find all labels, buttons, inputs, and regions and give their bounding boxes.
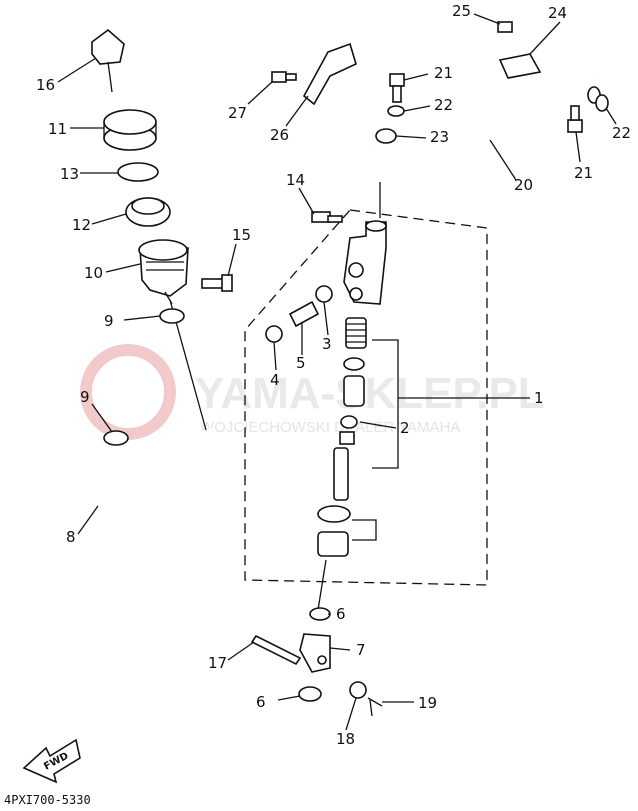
callout-13: 13 bbox=[60, 165, 79, 183]
callout-14: 14 bbox=[286, 171, 305, 189]
watermark-text: YAMA-SKLEP.PL bbox=[195, 369, 545, 418]
callout-10: 10 bbox=[84, 264, 103, 282]
part-6-lower-nut bbox=[298, 686, 322, 702]
leader-lines bbox=[57, 13, 617, 731]
callout-9-upper: 9 bbox=[104, 312, 114, 330]
part-4-circlip bbox=[265, 325, 283, 343]
part-18-washer bbox=[349, 681, 367, 699]
callout-12: 12 bbox=[72, 216, 91, 234]
part-11-reservoir-cap bbox=[103, 109, 157, 151]
callout-3: 3 bbox=[322, 335, 332, 353]
callout-21-upper: 21 bbox=[434, 64, 453, 82]
part-9-upper-clamp bbox=[159, 308, 185, 324]
part-27-bolt bbox=[271, 71, 297, 83]
part-22-upper-washer bbox=[387, 105, 405, 117]
part-21-upper-union-bolt bbox=[389, 73, 405, 103]
callout-9-lower: 9 bbox=[80, 388, 90, 406]
callout-2: 2 bbox=[400, 419, 410, 437]
watermark: YAMA-SKLEP.PL WOJCIECHOWSKI DEALER YAMAH… bbox=[80, 344, 545, 440]
callout-6-upper: 6 bbox=[336, 605, 346, 623]
part-16-cap-holder bbox=[91, 28, 125, 93]
callout-26: 26 bbox=[270, 126, 289, 144]
callout-20: 20 bbox=[514, 176, 533, 194]
callout-15: 15 bbox=[232, 226, 251, 244]
callout-18: 18 bbox=[336, 730, 355, 748]
callout-27: 27 bbox=[228, 104, 247, 122]
assembly-outline bbox=[244, 209, 488, 586]
callout-4: 4 bbox=[270, 371, 280, 389]
part-10-reservoir-tank bbox=[138, 239, 189, 305]
drawing-code: 4PXI700-5330 bbox=[4, 793, 91, 807]
cylinder-internals bbox=[317, 317, 399, 611]
part-17-pin bbox=[250, 634, 302, 666]
callout-22-lower: 22 bbox=[612, 124, 631, 142]
callout-25: 25 bbox=[452, 2, 471, 20]
watermark-subtext: WOJCIECHOWSKI DEALER YAMAHA bbox=[200, 419, 460, 436]
part-22-lower-washers bbox=[587, 86, 609, 112]
callout-16: 16 bbox=[36, 76, 55, 94]
fwd-arrow: FWD bbox=[22, 738, 81, 784]
part-6-upper-nut bbox=[309, 607, 331, 621]
watermark-logo bbox=[80, 344, 176, 440]
callout-17: 17 bbox=[208, 654, 227, 672]
callout-7: 7 bbox=[356, 641, 366, 659]
callout-22-upper: 22 bbox=[434, 96, 453, 114]
part-8-reservoir-hose bbox=[48, 299, 216, 521]
part-19-cotter-pin bbox=[367, 697, 383, 717]
part-26-hose-bracket bbox=[302, 42, 357, 106]
part-12-diaphragm bbox=[125, 197, 171, 227]
callout-labels: 1 2 3 4 5 6 6 7 8 9 9 10 11 12 13 14 15 … bbox=[36, 2, 631, 748]
callout-24: 24 bbox=[548, 4, 567, 22]
callout-6-lower: 6 bbox=[256, 693, 266, 711]
part-23-banjo-fitting bbox=[375, 128, 397, 144]
callout-5: 5 bbox=[296, 354, 306, 372]
part-14-bleed-screw bbox=[311, 211, 343, 223]
part-1-master-cylinder-body bbox=[343, 220, 387, 305]
part-3-oring bbox=[315, 285, 333, 303]
part-15-bolt bbox=[201, 274, 233, 292]
callout-1: 1 bbox=[534, 389, 544, 407]
callout-8: 8 bbox=[66, 528, 76, 546]
part-25-screw bbox=[497, 21, 513, 33]
callout-19: 19 bbox=[418, 694, 437, 712]
callout-23: 23 bbox=[430, 128, 449, 146]
part-13-diaphragm-plate bbox=[117, 162, 159, 182]
part-20-brake-hose bbox=[354, 69, 600, 218]
part-7-clevis bbox=[299, 633, 331, 673]
part-24-hose-guide bbox=[498, 53, 542, 79]
part-5-union-bolt bbox=[288, 300, 320, 328]
callout-11: 11 bbox=[48, 120, 67, 138]
part-9-lower-clamp bbox=[103, 430, 129, 446]
callout-21-lower: 21 bbox=[574, 164, 593, 182]
part-21-lower-union-bolt bbox=[567, 105, 583, 133]
